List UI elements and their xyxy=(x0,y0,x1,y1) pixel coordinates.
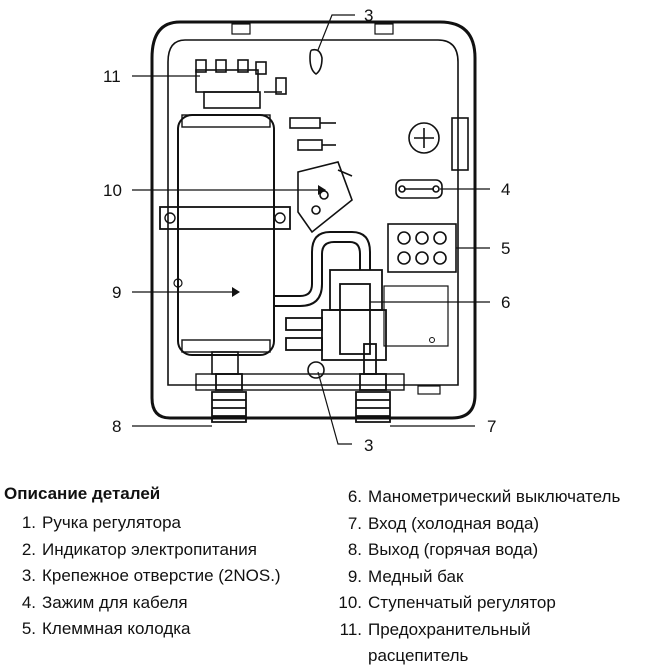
legend-item: 1. Ручка регулятора xyxy=(4,510,281,537)
callout-6: 6 xyxy=(501,293,510,312)
legend-item-number: 7. xyxy=(347,513,362,533)
mounting-hole-bottom xyxy=(307,361,325,379)
legend-item-text: Вход (холодная вода) xyxy=(368,513,540,533)
callout-3-bottom: 3 xyxy=(364,436,373,455)
mounting-hole-top xyxy=(309,48,323,75)
tank-clamp-screw-right xyxy=(274,212,286,224)
legend-item: 8. Выход (горячая вода) xyxy=(330,537,620,564)
leader-3-bottom xyxy=(317,371,352,445)
legend-item-text: Крепежное отверстие (2NOS.) xyxy=(42,566,281,585)
tank-sensor-dot xyxy=(173,278,183,288)
pressure-switch xyxy=(285,269,387,375)
housing-side-latch xyxy=(451,117,469,171)
callout-4: 4 xyxy=(501,180,510,199)
tank-bottom-ring xyxy=(181,339,271,353)
housing-corner-bracket xyxy=(417,385,441,395)
legend-item-text: Индикатор электропитания xyxy=(42,539,257,559)
legend-item-number: 5. xyxy=(21,619,36,638)
legend-item-text: Ручка регулятора xyxy=(42,513,182,532)
callout-10: 10 xyxy=(103,181,122,200)
copper-tank xyxy=(177,114,275,356)
legend-item: 11. Предохранительный расцепитель xyxy=(330,617,620,670)
terminal-mount-plate xyxy=(383,285,449,347)
safety-cutout xyxy=(195,59,287,109)
arrowhead-10 xyxy=(318,185,326,195)
housing-top-tab-right xyxy=(374,23,394,35)
callout-7: 7 xyxy=(487,417,496,436)
inlet-fitting xyxy=(355,373,391,423)
legend-item-text: Клеммная колодка xyxy=(42,619,191,638)
tank-clamp-band xyxy=(159,206,291,230)
legend-item: 9. Медный бак xyxy=(330,564,620,591)
callout-3-top: 3 xyxy=(364,6,373,25)
heater-diagram: 3 11 10 4 5 9 6 8 7 3 xyxy=(103,6,510,455)
connecting-pipe xyxy=(274,231,371,297)
legend-item-number: 11. xyxy=(339,619,362,639)
legend-item-number: 10. xyxy=(338,593,362,612)
step-controller xyxy=(289,117,353,234)
legend-item-number: 1. xyxy=(21,513,36,532)
legend-item-number: 4. xyxy=(21,592,36,612)
legend-item-number: 6. xyxy=(347,487,362,506)
legend-item-text: Зажим для кабеля xyxy=(42,592,188,612)
arrowhead-9 xyxy=(232,287,240,297)
legend-item: 3. Крепежное отверстие (2NOS.) xyxy=(4,563,281,590)
legend-item-number: 3. xyxy=(21,566,36,585)
housing-base-plate xyxy=(195,373,405,391)
legend-item: 7. Вход (холодная вода) xyxy=(330,511,620,538)
legend-column-left: 1. Ручка регулятора 2. Индикатор электропи… xyxy=(4,510,281,643)
cable-clamp xyxy=(395,179,443,199)
callout-8: 8 xyxy=(112,417,121,436)
heater-housing xyxy=(150,20,477,420)
legend-item-text: Выход (горячая вода) xyxy=(368,540,539,559)
legend-item-number: 9. xyxy=(347,566,362,586)
legend-item: 2. Индикатор электропитания xyxy=(4,537,281,564)
callout-5: 5 xyxy=(501,239,510,258)
tank-top-ring xyxy=(181,114,271,128)
parts-legend: Описание деталей 1. Ручка регулятора 2. Ин… xyxy=(0,480,658,667)
housing-inner-edge xyxy=(167,39,459,386)
tank-clamp-screw-left xyxy=(164,212,176,224)
leader-3-top xyxy=(317,14,355,51)
legend-item-text: Предохранительный расцепитель xyxy=(368,619,531,666)
earth-screw xyxy=(408,122,440,154)
housing-top-tab-left xyxy=(231,23,251,35)
legend-column-right: 6. Манометрический выключатель 7. Вход (хо… xyxy=(330,484,620,670)
legend-item: 5. Клеммная колодка xyxy=(4,616,281,643)
legend-title: Описание деталей xyxy=(4,484,161,503)
legend-item-text: Медный бак xyxy=(368,566,464,586)
connecting-pipe-inner xyxy=(274,241,361,307)
terminal-block xyxy=(387,223,457,273)
terminal-mount-dot xyxy=(429,337,435,343)
legend-item: 6. Манометрический выключатель xyxy=(330,484,621,511)
callout-11: 11 xyxy=(103,67,121,86)
legend-item-text: Ступенчатый регулятор xyxy=(368,593,556,612)
legend-item: 4. Зажим для кабеля xyxy=(4,590,281,617)
legend-item-text: Манометрический выключатель xyxy=(368,487,621,506)
legend-item-number: 8. xyxy=(347,540,362,559)
legend-item: 10. Ступенчатый регулятор xyxy=(330,590,620,617)
outlet-fitting xyxy=(211,373,247,423)
callout-9: 9 xyxy=(112,283,121,302)
legend-item-number: 2. xyxy=(21,539,36,559)
